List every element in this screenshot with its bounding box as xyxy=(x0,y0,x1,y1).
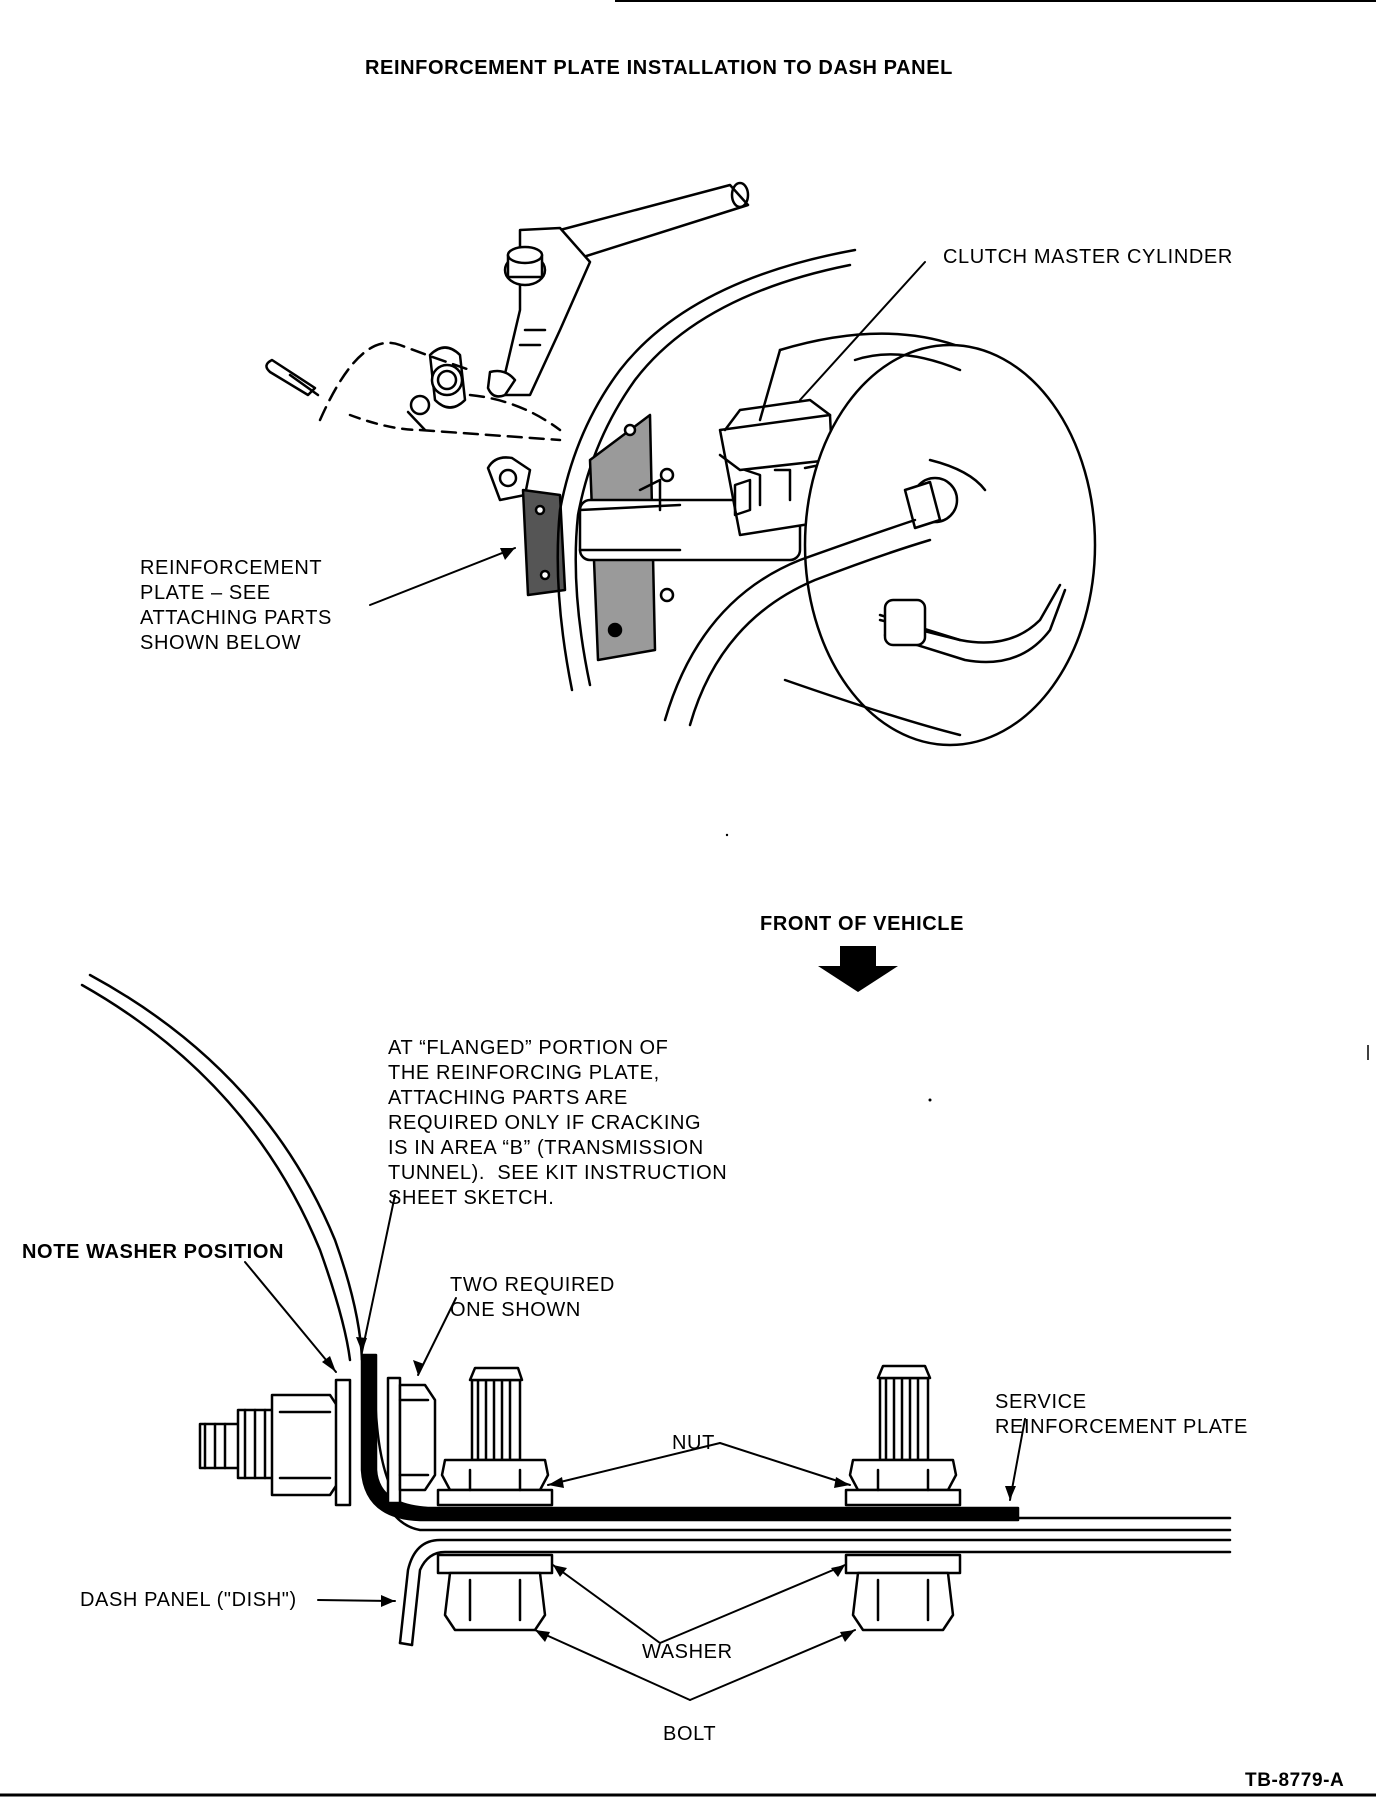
bottom-illustration xyxy=(80,973,1232,1701)
curved-dash-panel xyxy=(80,973,364,1362)
service-reinforcement-plate xyxy=(360,1353,1020,1522)
service-plate-line: REINFORCEMENT PLATE xyxy=(995,1416,1248,1438)
note-line: SHEET SKETCH. xyxy=(388,1187,555,1209)
flanged-portion-note: AT “FLANGED” PORTION OF THE REINFORCING … xyxy=(388,1036,727,1211)
front-of-vehicle-label: FRONT OF VEHICLE xyxy=(760,913,965,935)
two-required-line: TWO REQUIRED xyxy=(450,1274,615,1296)
note-line: AT “FLANGED” PORTION OF xyxy=(388,1037,669,1059)
nut-label: NUT xyxy=(672,1432,715,1454)
plate-label-line: PLATE – SEE xyxy=(140,582,271,604)
reinforcement-plate-small xyxy=(521,488,567,597)
left-bolt-assembly xyxy=(436,1366,554,1632)
clevis-pin xyxy=(406,346,517,432)
top-illustration xyxy=(265,181,1097,747)
two-required-label: TWO REQUIRED ONE SHOWN xyxy=(450,1273,615,1323)
bolt-label: BOLT xyxy=(663,1723,717,1745)
service-plate-line: SERVICE xyxy=(995,1391,1087,1413)
leader-washer-right xyxy=(659,1564,846,1644)
leader-lines xyxy=(244,1194,1026,1701)
arrowhead-plate xyxy=(500,548,515,560)
diagram-title: REINFORCEMENT PLATE INSTALLATION TO DASH… xyxy=(365,57,953,79)
figure-id: TB-8779-A xyxy=(1245,1770,1345,1791)
leader-note-washer xyxy=(244,1261,337,1373)
two-required-line: ONE SHOWN xyxy=(450,1299,581,1321)
reinforcement-plate-label: REINFORCEMENT PLATE – SEE ATTACHING PART… xyxy=(140,556,332,656)
push-rod xyxy=(558,181,750,260)
hose xyxy=(663,518,932,727)
plate-label-line: REINFORCEMENT xyxy=(140,557,323,579)
leader-washer-left xyxy=(552,1564,661,1644)
leader-flange-note xyxy=(361,1194,396,1353)
right-bolt-assembly xyxy=(844,1364,962,1632)
reservoir xyxy=(718,398,837,537)
leader-nut-left xyxy=(547,1442,721,1486)
lower-dash-panel xyxy=(398,1538,1232,1647)
plate-label-line: SHOWN BELOW xyxy=(140,632,302,654)
leader-bolt-left xyxy=(534,1629,691,1701)
stray-dot xyxy=(928,1098,932,1102)
flange-bolt xyxy=(198,1376,437,1507)
cotter-pin xyxy=(265,358,320,397)
pedal-arm xyxy=(498,226,592,397)
leader-plate xyxy=(369,547,516,606)
note-line: THE REINFORCING PLATE, xyxy=(388,1062,660,1084)
plate-label-line: ATTACHING PARTS xyxy=(140,607,332,629)
bracket xyxy=(486,456,532,502)
washer-label: WASHER xyxy=(642,1641,733,1663)
arrowheads xyxy=(322,1337,1016,1642)
note-washer-position-label: NOTE WASHER POSITION xyxy=(22,1241,285,1263)
leader-bolt-right xyxy=(689,1629,856,1701)
leader-clutch xyxy=(799,261,926,401)
clutch-master-cylinder-label: CLUTCH MASTER CYLINDER xyxy=(943,246,1233,268)
dash-panel-top xyxy=(556,248,857,692)
dash-panel-label: DASH PANEL ("DISH") xyxy=(80,1589,297,1611)
leader-two-required xyxy=(417,1297,457,1376)
outlet-line xyxy=(878,583,1067,664)
front-arrow xyxy=(818,946,898,992)
leader-nut-right xyxy=(719,1442,851,1486)
note-line: REQUIRED ONLY IF CRACKING xyxy=(388,1112,702,1134)
service-reinforcement-plate-label: SERVICE REINFORCEMENT PLATE xyxy=(995,1390,1248,1440)
stray-dot xyxy=(725,833,729,837)
note-line: IS IN AREA “B” (TRANSMISSION xyxy=(388,1137,704,1159)
note-line: TUNNEL). SEE KIT INSTRUCTION xyxy=(388,1162,728,1184)
booster xyxy=(758,332,1097,747)
fitting xyxy=(903,476,959,530)
note-line: ATTACHING PARTS ARE xyxy=(388,1087,628,1109)
